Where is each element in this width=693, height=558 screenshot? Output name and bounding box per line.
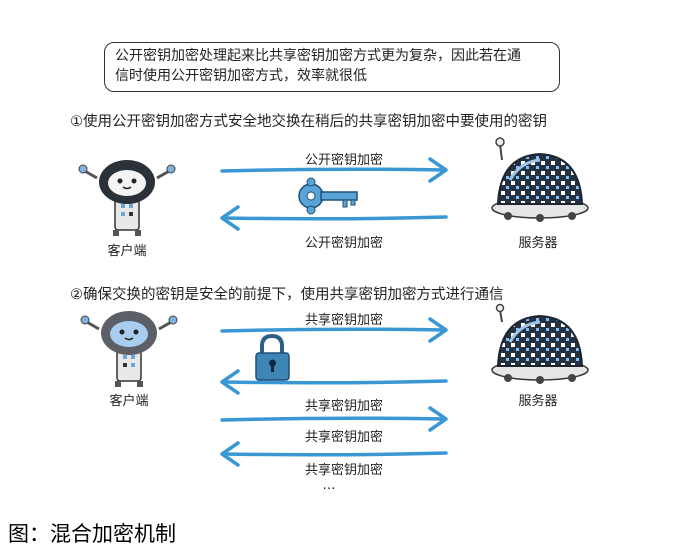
padlock-icon (255, 333, 290, 381)
arrow-left-2 (220, 369, 448, 395)
arrow-left-1 (220, 205, 448, 231)
step-2-arrow-label-1: 共享密钥加密 (304, 313, 383, 328)
intro-note-box: 公开密钥加密处理起来比共享密钥加密方式更为复杂，因此若在通 信时使用公开密钥加密… (104, 42, 560, 92)
step-2-arrow-label-2: 共享密钥加密 (304, 399, 383, 414)
arrow-right-1 (220, 157, 448, 183)
server-robot-icon-2 (491, 303, 589, 384)
arrow-right-3 (220, 406, 448, 432)
figure-caption: 图：混合加密机制 (8, 522, 176, 546)
client-robot-icon (78, 160, 176, 236)
step-2-title: ②确保交换的密钥是安全的前提下，使用共享密钥加密方式进行通信 (70, 287, 504, 303)
step-1-arrow-top-label: 公开密钥加密 (304, 153, 383, 168)
arrow-left-3 (220, 441, 448, 467)
step-1-server-label: 服务器 (518, 236, 558, 251)
intro-note-line-1: 公开密钥加密处理起来比共享密钥加密方式更为复杂，因此若在通 (115, 48, 521, 64)
intro-note-line-2: 信时使用公开密钥加密方式，效率就很低 (115, 68, 367, 84)
arrow-right-2 (220, 317, 448, 343)
server-robot-icon (491, 137, 589, 222)
step-2-arrow-label-4: 共享密钥加密 (304, 463, 383, 478)
step-1-client-label: 客户端 (107, 244, 147, 259)
step-1-title: ①使用公开密钥加密方式安全地交换在稍后的共享密钥加密中要使用的密钥 (70, 114, 547, 130)
step-2-ellipsis: … (322, 478, 336, 493)
key-icon (298, 177, 358, 215)
step-1-arrow-bottom-label: 公开密钥加密 (304, 236, 383, 251)
step-2-client-label: 客户端 (109, 394, 149, 409)
step-2-arrow-label-3: 共享密钥加密 (304, 430, 383, 445)
step-2-server-label: 服务器 (518, 394, 558, 409)
client-robot-icon-2 (80, 311, 178, 387)
